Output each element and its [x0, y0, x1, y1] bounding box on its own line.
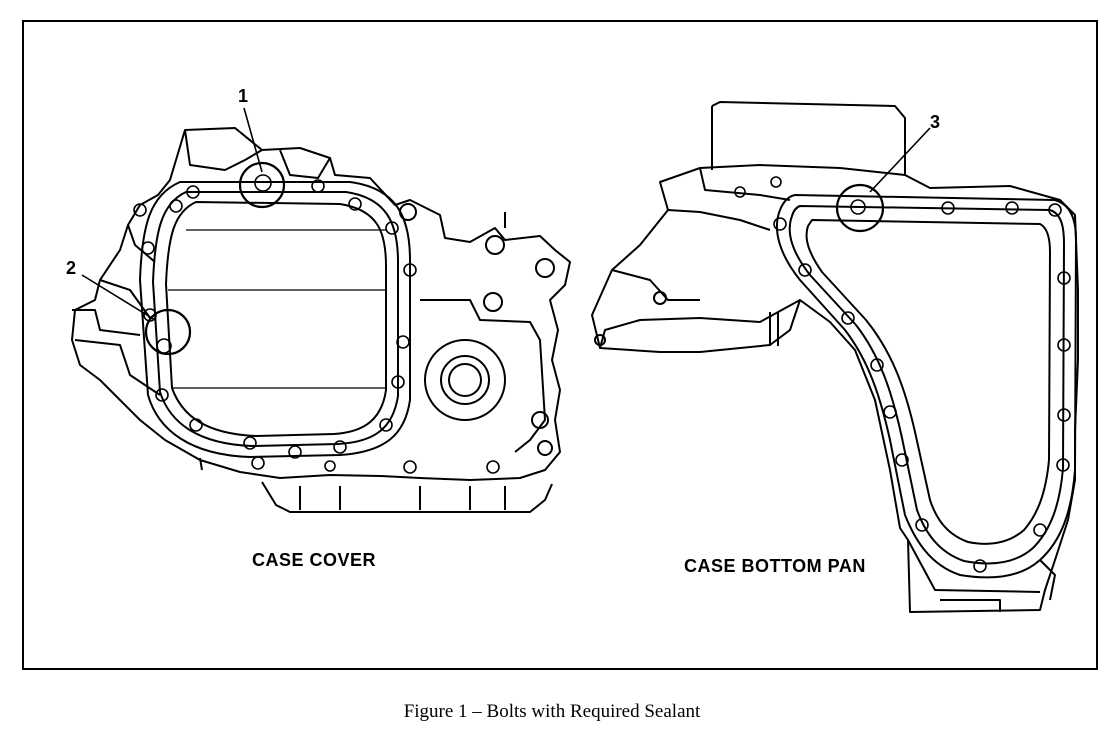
callout-number-3: 3 — [930, 112, 941, 132]
figure-frame — [22, 20, 1098, 670]
figure-caption: Figure 1 – Bolts with Required Sealant — [403, 701, 701, 722]
case-cover-label: CASE COVER — [252, 550, 377, 570]
case-bottom-pan-drawing — [591, 101, 1079, 613]
case-cover-drawing — [71, 107, 571, 513]
callout-number-1: 1 — [238, 86, 249, 106]
case-bottom-pan-label: CASE BOTTOM PAN — [684, 556, 866, 576]
callout-number-2: 2 — [66, 258, 77, 278]
